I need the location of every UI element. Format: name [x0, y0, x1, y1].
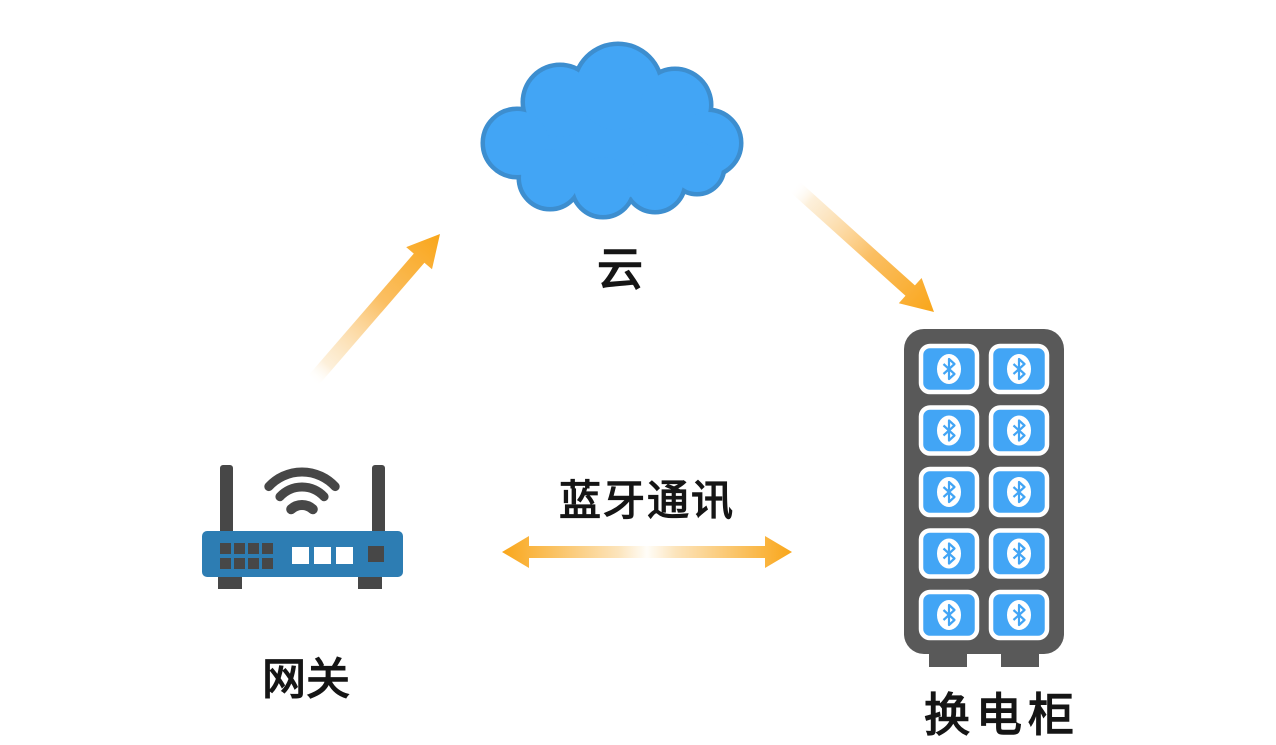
arrow-shape	[306, 234, 440, 387]
gateway-label: 网关	[262, 655, 350, 704]
bluetooth-icon	[991, 408, 1047, 454]
router-led-grid	[220, 543, 273, 569]
arrow-gateway-to-cloud	[306, 234, 440, 387]
cabinet-label: 换电柜	[924, 689, 1080, 741]
arrow-cloud-to-cabinet	[789, 180, 934, 312]
bluetooth-icon	[921, 408, 977, 454]
cloud-label: 云	[597, 243, 643, 295]
arrow-shape	[789, 180, 934, 312]
bluetooth-icon	[991, 592, 1047, 638]
cloud-icon	[470, 40, 755, 230]
bluetooth-icon	[991, 531, 1047, 577]
router-ports	[292, 547, 353, 564]
double-arrow-shape	[502, 536, 792, 568]
wifi-router-icon	[202, 465, 403, 589]
battery-swap-cabinet-icon	[904, 329, 1064, 667]
bluetooth-icon	[991, 469, 1047, 515]
bluetooth-icon	[921, 531, 977, 577]
arrow-bluetooth-link	[502, 536, 792, 568]
bluetooth-icon	[921, 469, 977, 515]
bluetooth-icon	[991, 346, 1047, 392]
router-power-button	[368, 546, 384, 562]
bluetooth-link-label: 蓝牙通讯	[558, 477, 735, 524]
router-feet	[218, 577, 382, 589]
cabinet-feet	[929, 654, 1039, 667]
bluetooth-icon	[921, 592, 977, 638]
antennas	[220, 465, 385, 537]
wifi-icon	[264, 467, 340, 515]
bluetooth-icon	[921, 346, 977, 392]
